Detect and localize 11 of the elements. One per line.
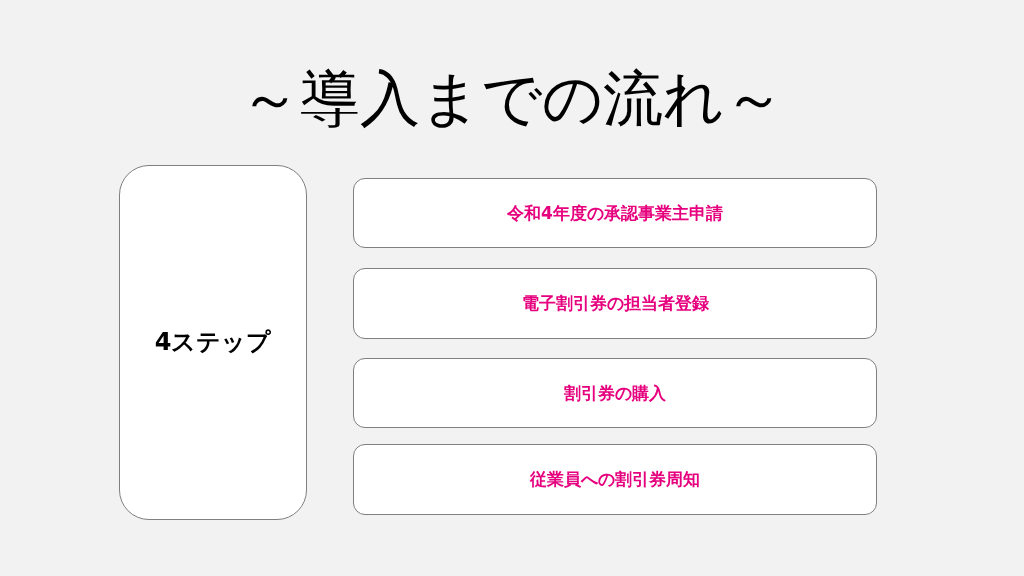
- step-box: [353, 358, 877, 428]
- summary-label: 4ステップ: [154, 326, 272, 358]
- step-label: 従業員への割引券周知: [530, 468, 700, 491]
- step-label: 令和4年度の承認事業主申請: [507, 201, 723, 225]
- step-label: 電子割引券の担当者登録: [521, 292, 709, 315]
- step-label: 割引券の購入: [564, 381, 666, 405]
- summary-box: [119, 165, 307, 520]
- title: ～導入までの流れ～: [240, 62, 784, 135]
- step-box: [353, 268, 877, 339]
- step-box: [353, 444, 877, 515]
- step-box: [353, 178, 877, 248]
